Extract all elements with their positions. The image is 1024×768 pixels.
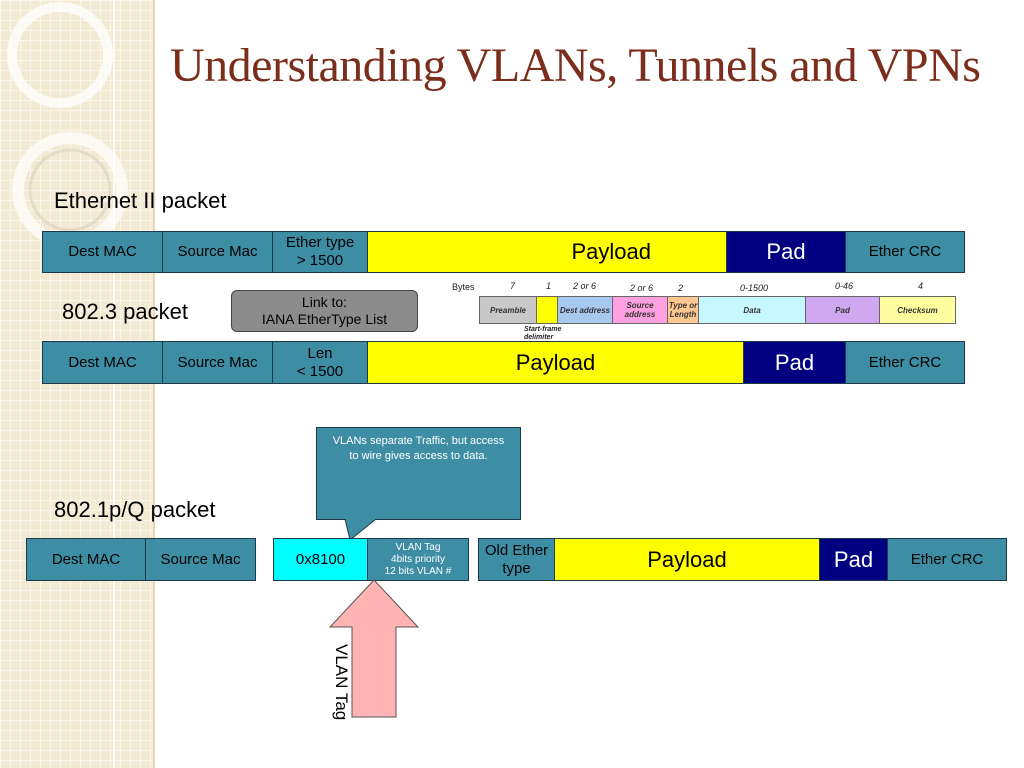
link-line1: Link to: (301, 294, 348, 310)
data-cell: Data (698, 296, 806, 324)
payload-field: Payload (367, 231, 727, 273)
802-1q-label: 802.1p/Q packet (54, 497, 216, 522)
payload-field: Payload (367, 341, 744, 384)
vlan-tag-arrow-label: VLAN Tag (332, 644, 351, 721)
vlan-tag-line2: 4bits priority (391, 553, 445, 565)
dest-address-cell: Dest address (557, 296, 613, 324)
dest-mac-field: Dest MAC (42, 341, 163, 384)
ether-type-line1: Ether type (285, 234, 355, 251)
ether-crc-field: Ether CRC (887, 538, 1007, 581)
source-mac-field: Source Mac (162, 231, 273, 273)
sidebar-divider (113, 0, 115, 768)
bytes-label: Bytes (452, 282, 475, 292)
vlan-callout: VLANs separate Traffic, but access to wi… (316, 427, 521, 520)
ether-type-line2: > 1500 (296, 252, 344, 269)
sfd-label: Start-frame delimiter (524, 326, 562, 341)
dest-mac-field: Dest MAC (42, 231, 163, 273)
len-line1: Len (307, 344, 333, 362)
vlan-tag-line3: 12 bits VLAN # (384, 565, 452, 577)
pad-cell: Pad (805, 296, 880, 324)
ether-type-field: Ether type > 1500 (272, 231, 368, 273)
vlan-tag-line1: VLAN Tag (395, 541, 441, 553)
tpid-field: 0x8100 (273, 538, 368, 581)
source-mac-field: Source Mac (145, 538, 256, 581)
pad-field: Pad (726, 231, 846, 273)
sidebar-background (0, 0, 155, 768)
byte-count: 2 or 6 (573, 281, 597, 291)
length-field: Len < 1500 (272, 341, 368, 384)
byte-count: 4 (918, 281, 924, 291)
slide-title: Understanding VLANs, Tunnels and VPNs (170, 39, 981, 92)
byte-count: 2 or 6 (630, 283, 654, 293)
payload-field: Payload (554, 538, 820, 581)
byte-count: 7 (510, 281, 516, 291)
byte-count: 2 (678, 283, 684, 293)
preamble-cell: Preamble (479, 296, 537, 324)
len-line2: < 1500 (296, 362, 344, 380)
ethernet-ii-label: Ethernet II packet (54, 188, 227, 213)
old-type-line2: type (502, 559, 531, 577)
pad-field: Pad (743, 341, 846, 384)
byte-count: 1 (546, 281, 552, 291)
old-type-line1: Old Ether (484, 541, 549, 559)
ether-crc-field: Ether CRC (845, 341, 965, 384)
pad-field: Pad (819, 538, 888, 581)
old-ether-type-field: Old Ether type (478, 538, 555, 581)
link-line2: IANA EtherType List (261, 311, 388, 327)
source-mac-field: Source Mac (162, 341, 273, 384)
ether-crc-field: Ether CRC (845, 231, 965, 273)
type-length-cell: Type or Length (667, 296, 699, 324)
iana-link-box[interactable]: Link to: IANA EtherType List (231, 290, 418, 332)
checksum-cell: Checksum (879, 296, 956, 324)
byte-count: 0-1500 (740, 283, 769, 293)
dest-mac-field: Dest MAC (26, 538, 146, 581)
ethernet-frame-figure: Bytes 7 1 2 or 6 2 or 6 2 0-1500 0-46 4 … (450, 280, 970, 342)
vlan-tag-field: VLAN Tag 4bits priority 12 bits VLAN # (367, 538, 469, 581)
sidebar-divider (153, 0, 155, 768)
byte-count: 0-46 (835, 281, 854, 291)
802-3-label: 802.3 packet (62, 299, 188, 324)
source-address-cell: Source address (612, 296, 668, 324)
sfd-cell (536, 296, 558, 324)
